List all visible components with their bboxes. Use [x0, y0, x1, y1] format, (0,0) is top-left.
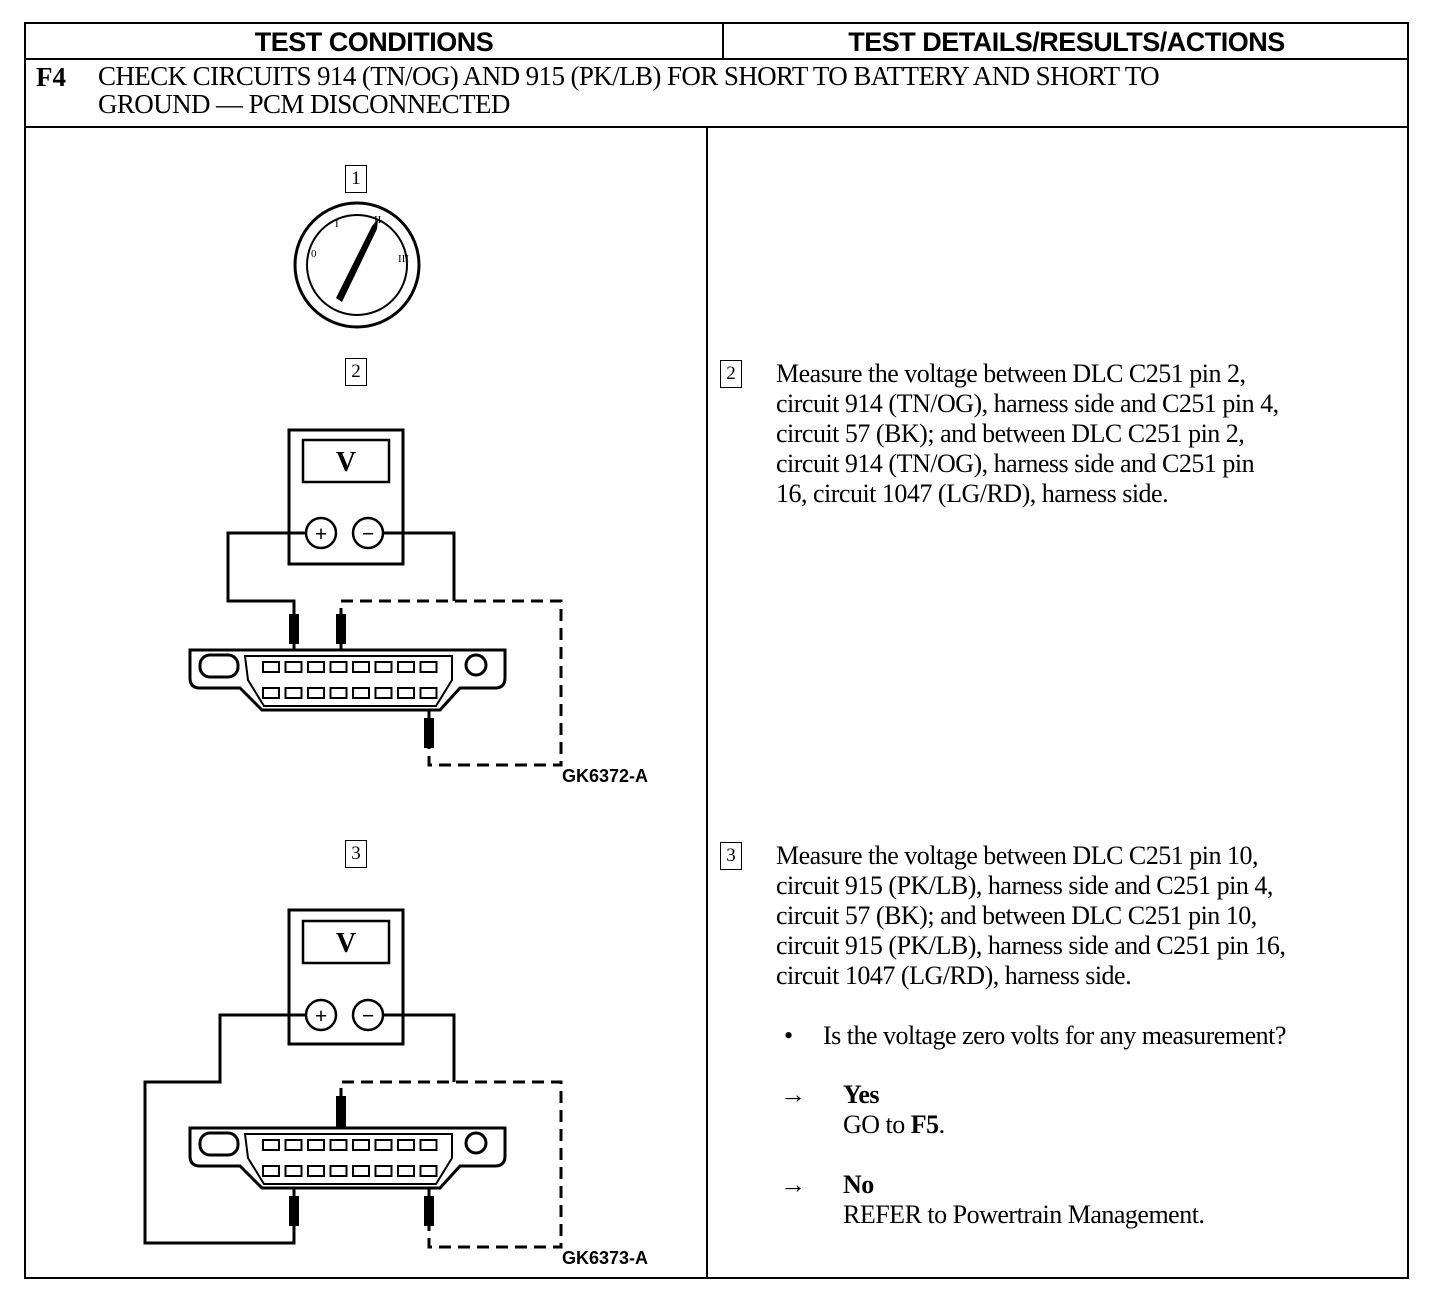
yes-action: GO to F5.: [843, 1110, 945, 1140]
connector-pin: [374, 661, 393, 673]
step-3-line: circuit 915 (PK/LB), harness side and C2…: [776, 871, 1273, 900]
meter-2-label: V: [336, 928, 356, 959]
ignition-pos-2: II: [374, 214, 382, 226]
header-test-details: TEST DETAILS/RESULTS/ACTIONS: [848, 27, 1285, 57]
connector-pin: [329, 687, 348, 699]
diagram-step-3-box: 3: [345, 840, 367, 868]
header-test-conditions: TEST CONDITIONS: [26, 24, 724, 58]
step-title-line-2: GROUND — PCM DISCONNECTED: [98, 89, 510, 119]
header-divider: [26, 58, 1407, 60]
connector-pin: [374, 1139, 393, 1151]
voltmeter-1: V + −: [287, 428, 405, 566]
step-2-line: Measure the voltage between DLC C251 pin…: [776, 359, 1246, 388]
yes-action-prefix: GO to: [843, 1110, 911, 1139]
yes-label: Yes: [843, 1080, 880, 1109]
connector-pin: [307, 687, 325, 699]
connector-pin: [397, 687, 415, 699]
step-3-line: circuit 57 (BK); and between DLC C251 pi…: [776, 901, 1257, 930]
figure-id-2: GK6373-A: [562, 1248, 648, 1268]
arrow-right-icon: →: [780, 1080, 806, 1109]
connector-pin: [397, 1165, 415, 1177]
test-table: TEST CONDITIONS TEST DETAILS/RESULTS/ACT…: [24, 22, 1409, 1279]
connector-2-pins: [262, 1139, 438, 1177]
connector-pin: [262, 1139, 280, 1151]
step-3-line: circuit 1047 (LG/RD), harness side.: [776, 961, 1132, 990]
connector-pin: [329, 1165, 348, 1177]
connector-pin: [419, 661, 438, 673]
connector-pin: [352, 687, 370, 699]
connector-pin: [284, 1139, 303, 1151]
bullet-icon: •: [784, 1021, 793, 1050]
step-title: CHECK CIRCUITS 914 (TN/OG) AND 915 (PK/L…: [98, 62, 1388, 118]
connector-pin: [307, 1165, 325, 1177]
connector-pin: [307, 661, 325, 673]
no-label: No: [843, 1170, 874, 1199]
meter-1-minus: −: [362, 521, 375, 546]
connector-pin: [284, 687, 303, 699]
detail-step-2-box: 2: [720, 360, 742, 388]
ignition-pos-0: 0: [311, 248, 317, 260]
connector-pin: [419, 687, 438, 699]
connector-pin: [374, 687, 393, 699]
step-id: F4: [36, 62, 66, 92]
ignition-pos-3: III: [398, 253, 409, 265]
step-3-question: Is the voltage zero volts for any measur…: [823, 1021, 1286, 1050]
column-divider: [706, 128, 708, 1277]
step-2-line: circuit 914 (TN/OG), harness side and C2…: [776, 389, 1279, 418]
diagram-step-1-box: 1: [345, 165, 367, 193]
detail-step-3-box: 3: [720, 842, 742, 870]
arrow-right-icon: →: [780, 1170, 806, 1199]
step-3-line: circuit 915 (PK/LB), harness side and C2…: [776, 931, 1286, 960]
connector-pin: [284, 661, 303, 673]
connector-pin: [329, 1139, 348, 1151]
connector-pin: [307, 1139, 325, 1151]
step-2-line: circuit 914 (TN/OG), harness side and C2…: [776, 449, 1255, 478]
ignition-pos-1: I: [335, 218, 339, 230]
meter-1-label: V: [336, 447, 356, 478]
yes-action-target[interactable]: F5: [910, 1110, 939, 1139]
connector-pin: [374, 1165, 393, 1177]
connector-pin: [262, 661, 280, 673]
step-2-line: 16, circuit 1047 (LG/RD), harness side.: [776, 479, 1169, 508]
dlc-connector-2: [188, 1126, 507, 1190]
connector-pin: [419, 1139, 438, 1151]
ignition-switch-icon: 0 I II III: [293, 201, 421, 329]
title-divider: [26, 126, 1407, 128]
connector-pin: [419, 1165, 438, 1177]
connector-pin: [352, 1165, 370, 1177]
voltmeter-2: V + −: [287, 908, 405, 1046]
diagram-step-2-box: 2: [345, 358, 367, 386]
step-2-instructions: Measure the voltage between DLC C251 pin…: [776, 359, 1279, 509]
connector-pin: [284, 1165, 303, 1177]
no-action: REFER to Powertrain Management.: [843, 1200, 1205, 1229]
meter-1-plus: +: [315, 521, 328, 546]
ignition-key-icon: [336, 219, 378, 302]
figure-id-1: GK6372-A: [562, 766, 648, 786]
connector-pin: [352, 661, 370, 673]
connector-pin: [329, 661, 348, 673]
dlc-connector-1: [188, 648, 507, 712]
step-3-line: Measure the voltage between DLC C251 pin…: [776, 841, 1259, 870]
connector-pin: [262, 687, 280, 699]
step-2-line: circuit 57 (BK); and between DLC C251 pi…: [776, 419, 1245, 448]
yes-action-suffix: .: [938, 1110, 946, 1139]
connector-pin: [262, 1165, 280, 1177]
step-3-instructions: Measure the voltage between DLC C251 pin…: [776, 841, 1286, 991]
connector-1-pins: [262, 661, 438, 699]
step-title-line-1: CHECK CIRCUITS 914 (TN/OG) AND 915 (PK/L…: [98, 61, 1160, 91]
connector-pin: [397, 1139, 415, 1151]
connector-pin: [352, 1139, 370, 1151]
meter-2-plus: +: [315, 1003, 328, 1028]
meter-2-minus: −: [362, 1003, 375, 1028]
connector-pin: [397, 661, 415, 673]
